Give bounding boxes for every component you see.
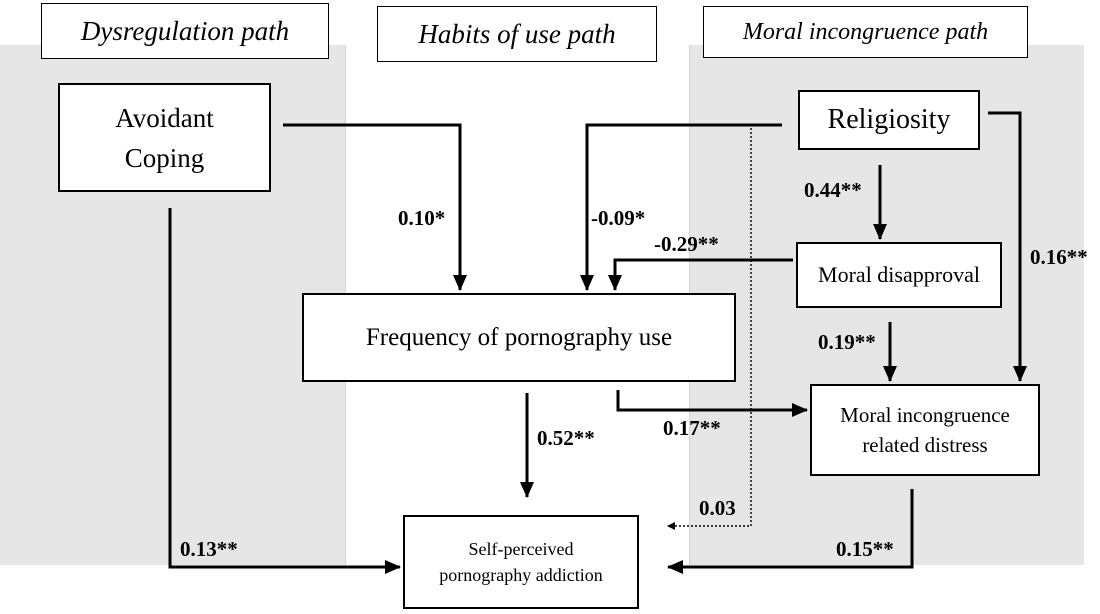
coef-avoidant-to-addiction: 0.13** <box>180 537 238 561</box>
arrow-religiosity-to-addiction <box>667 128 752 530</box>
node-self-perceived-addiction: Self-perceived pornography addiction <box>403 515 639 609</box>
coef-religiosity-to-frequency: -0.09* <box>591 206 646 230</box>
arrow-frequency-to-distress <box>616 390 808 417</box>
node-avoidant-coping: Avoidant Coping <box>58 83 271 192</box>
node-avoidant-coping-line1: Avoidant <box>115 102 214 133</box>
node-avoidant-coping-line2: Coping <box>124 142 205 173</box>
arrow-avoidant-to-frequency <box>283 123 467 291</box>
node-moral-disapproval: Moral disapproval <box>796 242 1002 308</box>
node-addiction-line1: Self-perceived <box>468 539 574 559</box>
node-frequency-of-use: Frequency of pornography use <box>302 293 736 382</box>
coef-frequency-to-distress: 0.17** <box>663 416 721 440</box>
coef-frequency-to-addiction: 0.52** <box>537 426 595 450</box>
coef-disapproval-to-distress: 0.19** <box>818 330 876 354</box>
arrow-religiosity-to-distress <box>988 111 1027 382</box>
arrow-religiosity-to-frequency <box>580 123 782 291</box>
node-distress-line1: Moral incongruence <box>840 403 1010 427</box>
node-moral-incongruence-distress: Moral incongruence related distress <box>810 384 1040 476</box>
node-addiction-line2: pornography addiction <box>439 565 603 585</box>
coef-avoidant-to-frequency: 0.10* <box>398 206 446 230</box>
coef-religiosity-to-disapproval: 0.44** <box>804 178 862 202</box>
coef-religiosity-to-distress: 0.16** <box>1030 245 1088 269</box>
coef-distress-to-addiction: 0.15** <box>836 537 894 561</box>
arrow-avoidant-to-addiction <box>168 208 401 574</box>
node-religiosity: Religiosity <box>798 90 980 150</box>
node-distress-line2: related distress <box>862 433 988 457</box>
arrow-disapproval-to-frequency <box>608 258 793 291</box>
header-dysregulation-path: Dysregulation path <box>41 3 329 59</box>
coef-religiosity-to-addiction: 0.03 <box>699 496 736 520</box>
arrow-distress-to-addiction <box>667 489 914 574</box>
coef-disapproval-to-frequency: -0.29** <box>654 232 719 256</box>
header-habits-of-use-path: Habits of use path <box>377 6 657 62</box>
header-moral-incongruence-path: Moral incongruence path <box>703 6 1028 58</box>
